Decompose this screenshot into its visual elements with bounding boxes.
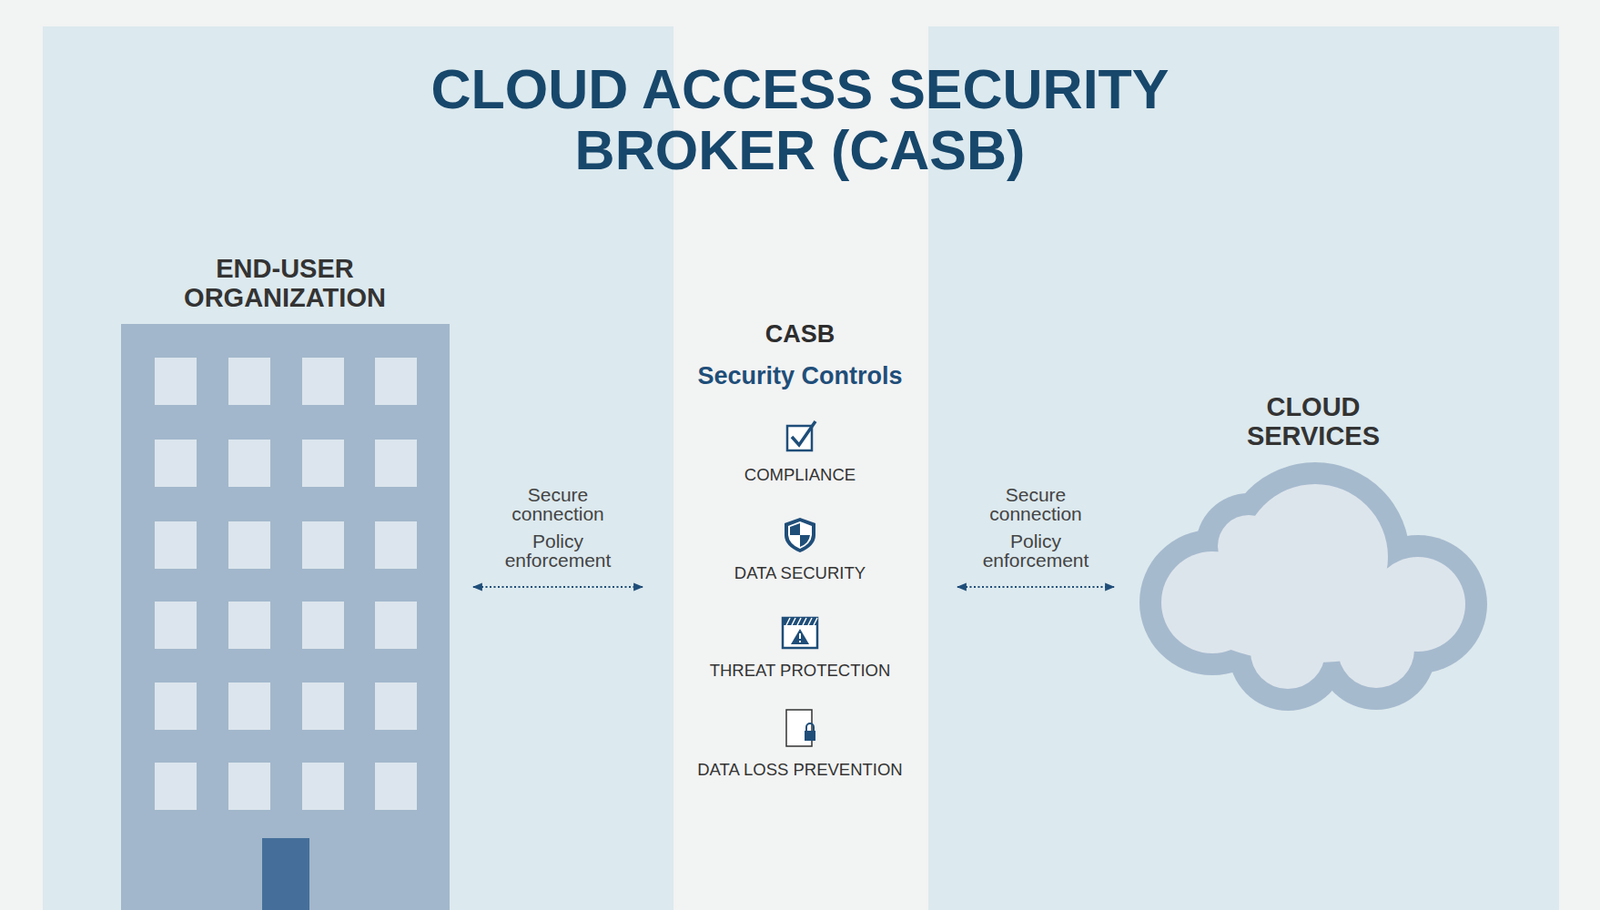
window bbox=[154, 601, 197, 649]
window bbox=[302, 357, 345, 406]
window-frame bbox=[782, 617, 818, 649]
policy-label: Policy enforcement bbox=[494, 531, 622, 570]
checkmark bbox=[791, 421, 816, 446]
window bbox=[302, 601, 345, 649]
node-heading: END-USER ORGANIZATION bbox=[166, 253, 404, 313]
lock-body bbox=[804, 730, 816, 741]
node-heading: Security Controls bbox=[642, 361, 958, 391]
window bbox=[228, 357, 271, 406]
window bbox=[374, 682, 417, 730]
door bbox=[262, 838, 310, 910]
shield-quadrant bbox=[789, 523, 800, 536]
cloud-lobe bbox=[1196, 575, 1430, 663]
window bbox=[228, 521, 271, 569]
window bbox=[228, 762, 271, 811]
window bbox=[302, 439, 345, 487]
window bbox=[302, 521, 345, 569]
control-label: THREAT PROTECTION bbox=[642, 660, 958, 681]
threat-protection-icon bbox=[782, 617, 818, 649]
edge-label: Secure connection bbox=[972, 485, 1100, 524]
warning-dot bbox=[799, 640, 801, 643]
window bbox=[154, 762, 197, 811]
window bbox=[154, 682, 197, 730]
cloud-inner bbox=[1161, 484, 1466, 689]
building bbox=[121, 324, 450, 910]
control-label: DATA LOSS PREVENTION bbox=[642, 759, 958, 780]
building-body bbox=[121, 324, 450, 910]
window bbox=[228, 601, 271, 649]
window bbox=[374, 439, 417, 487]
node-heading: CASB bbox=[642, 319, 958, 349]
window bbox=[228, 439, 271, 487]
compliance-icon bbox=[787, 421, 816, 451]
window bbox=[228, 682, 271, 730]
window bbox=[374, 521, 417, 569]
data-security-icon bbox=[784, 517, 816, 553]
edge-label: Secure connection bbox=[494, 485, 622, 524]
connection-arrow bbox=[957, 586, 1114, 588]
warning-mark bbox=[799, 633, 801, 639]
window bbox=[374, 601, 417, 649]
window bbox=[154, 357, 197, 406]
shield-outline bbox=[784, 517, 816, 553]
window bbox=[154, 439, 197, 487]
window bbox=[374, 762, 417, 811]
window-bar bbox=[782, 617, 818, 626]
shield-quadrant bbox=[800, 535, 811, 547]
data-loss-prevention-icon bbox=[786, 709, 816, 747]
window bbox=[374, 357, 417, 406]
policy-label: Policy enforcement bbox=[972, 531, 1100, 570]
diagram-title: CLOUD ACCESS SECURITY BROKER (CASB) bbox=[344, 59, 1256, 182]
organization-building: END-USER ORGANIZATION bbox=[121, 253, 474, 910]
window bbox=[302, 762, 345, 811]
warning-triangle bbox=[790, 628, 810, 645]
casb-controls: CASB Security ControlsCOMPLIANCE DATA SECU… bbox=[642, 309, 958, 792]
window bbox=[154, 521, 197, 569]
cloud-services: CLOUD SERVICES bbox=[1113, 382, 1513, 719]
shield-inner bbox=[788, 521, 812, 549]
cloud-outer bbox=[1139, 462, 1488, 711]
node-heading: CLOUD SERVICES bbox=[1222, 392, 1405, 451]
cloud-lobe bbox=[1217, 515, 1280, 578]
connection-arrow bbox=[473, 586, 643, 588]
control-label: COMPLIANCE bbox=[642, 465, 958, 486]
lock-shackle bbox=[806, 723, 814, 731]
window bbox=[302, 682, 345, 730]
control-label: DATA SECURITY bbox=[642, 563, 958, 584]
bar-hatching bbox=[786, 617, 818, 626]
